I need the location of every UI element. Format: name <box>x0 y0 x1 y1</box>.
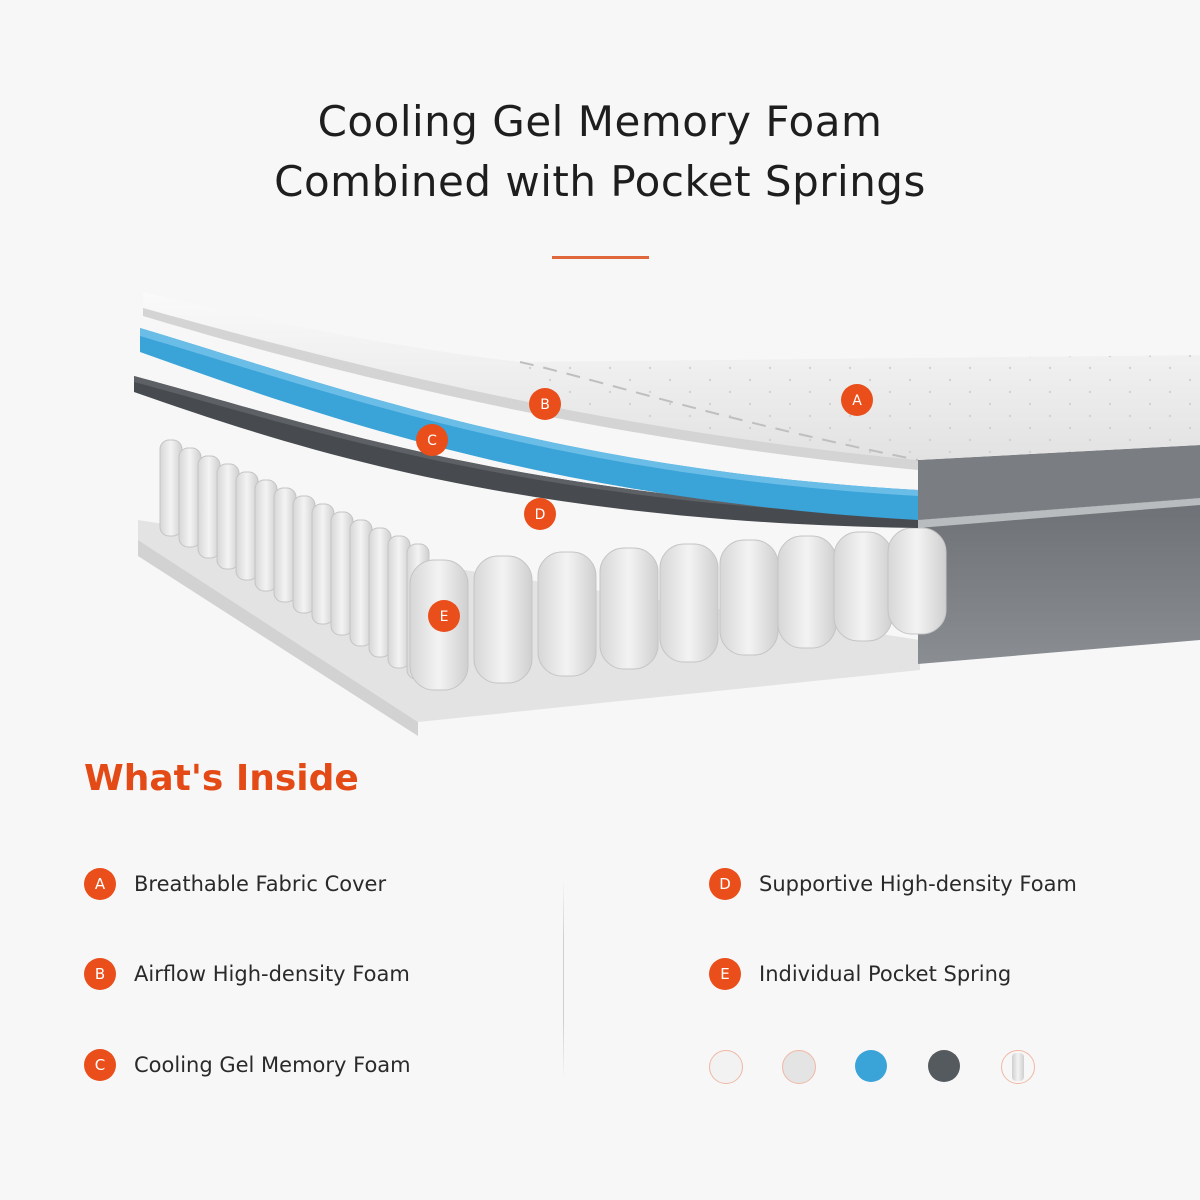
spring-coil <box>833 531 893 642</box>
spring-row-front <box>409 527 947 691</box>
legend-label: Supportive High-density Foam <box>759 872 1077 896</box>
badge-b-icon: B <box>84 958 116 990</box>
column-divider <box>563 880 564 1080</box>
legend-label: Cooling Gel Memory Foam <box>134 1053 411 1077</box>
mattress-layers-diagram: A B C D E <box>134 292 1200 736</box>
pocket-spring-swatch-icon <box>1001 1050 1035 1084</box>
legend-label: Breathable Fabric Cover <box>134 872 387 896</box>
svg-text:B: B <box>540 397 550 413</box>
marker-b: B <box>529 388 561 420</box>
title-line-2: Combined with Pocket Springs <box>274 157 926 206</box>
svg-text:A: A <box>852 393 862 409</box>
legend-item-c: C Cooling Gel Memory Foam <box>84 1048 411 1082</box>
spring-coil <box>887 527 947 635</box>
legend-label: Individual Pocket Spring <box>759 962 1012 986</box>
spring-coil <box>537 551 597 677</box>
legend-item-b: B Airflow High-density Foam <box>84 957 410 991</box>
spring-row-back <box>159 439 430 680</box>
spring-coil <box>473 555 533 684</box>
legend-label: Airflow High-density Foam <box>134 962 410 986</box>
badge-d-icon: D <box>709 868 741 900</box>
svg-text:E: E <box>440 609 449 625</box>
spring-coil <box>719 539 779 656</box>
legend-item-d: D Supportive High-density Foam <box>709 867 1077 901</box>
title-divider <box>552 256 649 259</box>
legend-item-e: E Individual Pocket Spring <box>709 957 1011 991</box>
fabric-cover-swatch-icon <box>709 1050 743 1084</box>
page-title: Cooling Gel Memory Foam Combined with Po… <box>0 92 1200 212</box>
badge-c-icon: C <box>84 1049 116 1081</box>
title-line-1: Cooling Gel Memory Foam <box>317 97 883 146</box>
svg-text:D: D <box>535 507 546 523</box>
spring-coil <box>777 535 837 649</box>
svg-text:C: C <box>427 433 437 449</box>
mattress-side <box>918 445 1200 664</box>
marker-c: C <box>416 424 448 456</box>
marker-e: E <box>428 600 460 632</box>
badge-e-icon: E <box>709 958 741 990</box>
marker-a: A <box>841 384 873 416</box>
airflow-foam-swatch-icon <box>782 1050 816 1084</box>
support-foam-swatch-icon <box>928 1050 960 1082</box>
cooling-gel-swatch-icon <box>855 1050 887 1082</box>
legend-item-a: A Breathable Fabric Cover <box>84 867 386 901</box>
spring-coil <box>659 543 719 663</box>
spring-coil <box>599 547 659 670</box>
badge-a-icon: A <box>84 868 116 900</box>
marker-d: D <box>524 498 556 530</box>
section-heading: What's Inside <box>84 758 359 799</box>
